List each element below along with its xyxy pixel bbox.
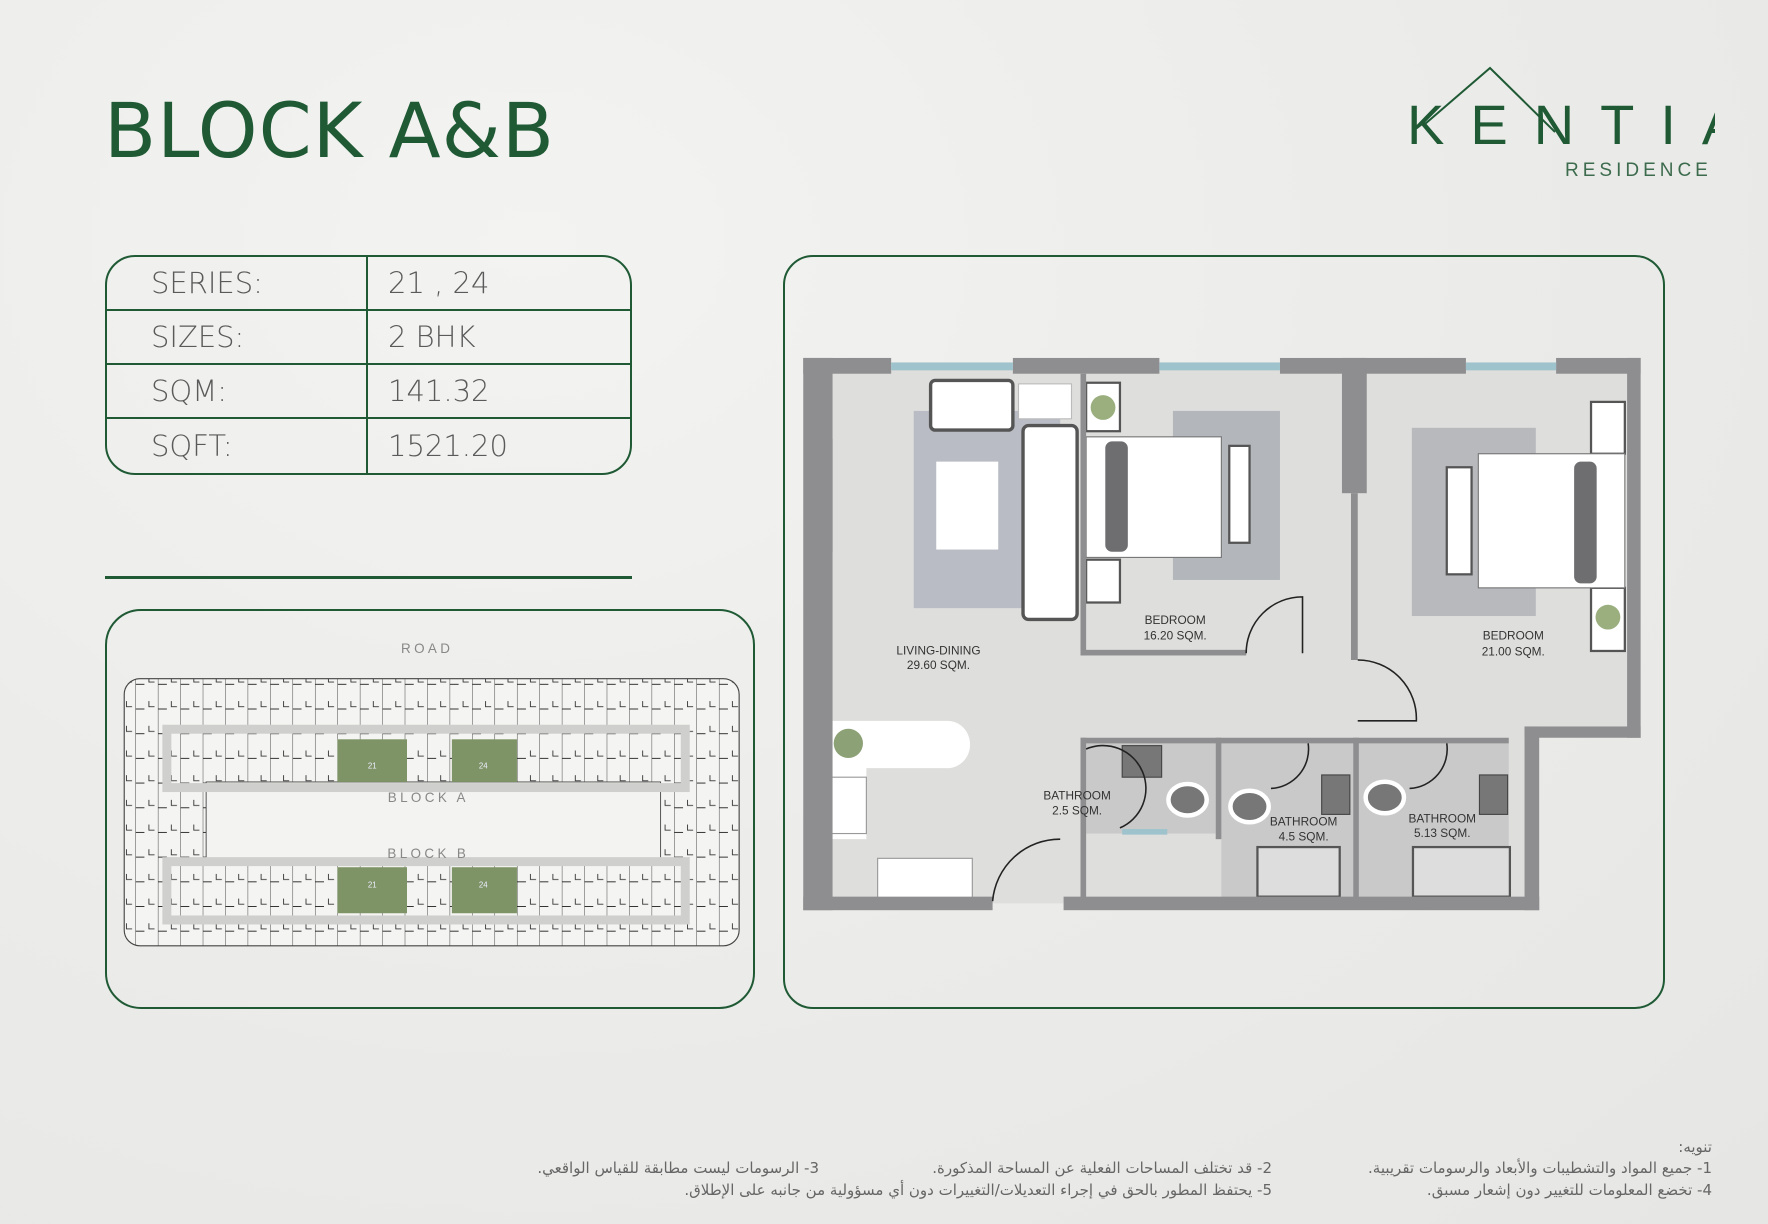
room-name: BATHROOM: [1043, 789, 1110, 803]
kitchen-sink: [877, 857, 973, 899]
walls: [803, 357, 1641, 911]
toilet: [1166, 781, 1209, 818]
plant-icon: [1090, 395, 1116, 420]
spec-row-sizes: SIZES: 2 BHK: [107, 311, 630, 365]
room-name: BATHROOM: [1270, 815, 1337, 829]
spec-value: 1521.20: [388, 429, 508, 463]
room-area: 4.5 SQM.: [1279, 829, 1329, 843]
room-area: 29.60 SQM.: [907, 658, 970, 672]
sofa: [1021, 423, 1079, 622]
room-area: 21.00 SQM.: [1482, 644, 1545, 658]
spec-row-sqm: SQM: 141.32: [107, 365, 630, 419]
room-area: 16.20 SQM.: [1144, 629, 1207, 643]
note-item: 1- جميع المواد والتشطيبات والأبعاد والرس…: [1368, 1159, 1712, 1177]
unit-label: 21: [368, 880, 377, 889]
room-name: BEDROOM: [1483, 629, 1544, 643]
unit-label: 24: [479, 761, 488, 770]
block-b-corridor: [162, 857, 690, 925]
plant-icon: [1595, 604, 1621, 630]
bench: [1228, 444, 1251, 544]
section-divider: [105, 576, 632, 579]
spec-label: SIZES:: [107, 311, 368, 363]
site-plan: ROAD 21 24 21 24 BLOCK A BLOCK B: [123, 641, 740, 947]
courtyard: [205, 781, 662, 866]
unit-24-block-a: [451, 739, 517, 782]
logo-subtitle: RESIDENCE: [1565, 160, 1712, 180]
plant-icon: [833, 728, 863, 759]
pillows: [1574, 461, 1597, 584]
basin: [1478, 774, 1509, 815]
toilet: [1228, 788, 1271, 825]
pillows: [1105, 441, 1128, 552]
unit-24-block-b: [451, 867, 517, 914]
spec-value: 21 , 24: [388, 266, 490, 300]
bed-bedroom2: [1477, 453, 1626, 589]
unit-21-block-b: [337, 867, 407, 914]
door-swings: [991, 596, 1448, 902]
armchair: [928, 378, 1015, 432]
room-area: 5.13 SQM.: [1414, 826, 1471, 840]
unit-label: 21: [368, 761, 377, 770]
spec-label: SQFT:: [107, 419, 368, 473]
unit-21-block-a: [337, 739, 407, 782]
note-item: 2- قد تختلف المساحات الفعلية عن المساحة …: [932, 1159, 1272, 1177]
room-name: BEDROOM: [1145, 613, 1206, 627]
logo-name: KENTIA: [1407, 93, 1715, 156]
shower: [1256, 845, 1341, 898]
spec-label: SERIES:: [107, 257, 368, 309]
unit-label: 24: [479, 880, 488, 889]
room-area: 2.5 SQM.: [1052, 803, 1102, 817]
block-a-corridor: [162, 724, 690, 793]
shower: [1411, 845, 1512, 898]
site-plan-frame: [105, 609, 755, 1009]
note-item: 5- يحتفظ المطور بالحق في إجراء التعديلات…: [684, 1181, 1272, 1199]
bench: [1445, 466, 1473, 576]
floor-plan: LIVING-DINING 29.60 SQM. BEDROOM 16.20 S…: [803, 357, 1641, 911]
windows: [891, 362, 1557, 835]
room-name: BATHROOM: [1409, 811, 1476, 825]
block-b-label: BLOCK B: [387, 846, 469, 861]
page-title: BLOCK A&B: [104, 86, 556, 175]
floor-plan-frame: [783, 255, 1665, 1009]
block-a-label: BLOCK A: [388, 790, 469, 805]
spec-value: 2 BHK: [388, 320, 476, 354]
notes-title: تنويه:: [1678, 1138, 1712, 1156]
spec-label: SQM:: [107, 365, 368, 417]
side-table: [1017, 383, 1073, 420]
basin: [1121, 745, 1163, 778]
road-label: ROAD: [401, 641, 453, 656]
spec-row-series: SERIES: 21 , 24: [107, 257, 630, 311]
disclaimer-notes: تنويه: 1- جميع المواد والتشطيبات والأبعا…: [392, 1138, 1712, 1203]
note-item: 3- الرسومات ليست مطابقة للقياس الواقعي.: [537, 1159, 819, 1177]
nightstand: [1085, 558, 1122, 604]
specs-table: SERIES: 21 , 24 SIZES: 2 BHK SQM: 141.32…: [105, 255, 632, 475]
spec-row-sqft: SQFT: 1521.20: [107, 419, 630, 473]
kentia-logo: KENTIA RESIDENCE: [1407, 66, 1715, 180]
toilet: [1363, 779, 1407, 816]
coffee-table: [936, 461, 999, 550]
room-name: LIVING-DINING: [896, 643, 980, 657]
nightstand: [1589, 400, 1626, 455]
spec-value: 141.32: [388, 374, 490, 408]
note-item: 4- تخضع المعلومات للتغيير دون إشعار مسبق…: [1426, 1181, 1712, 1199]
basin: [1321, 774, 1351, 815]
